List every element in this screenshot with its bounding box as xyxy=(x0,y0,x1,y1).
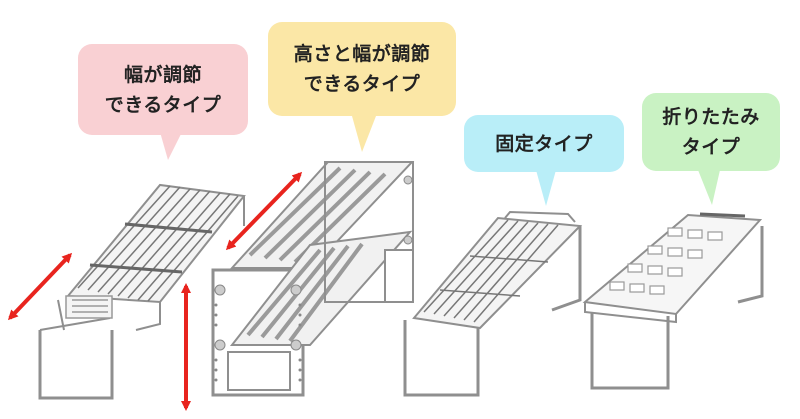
callout-folding: 折りたたみ タイプ xyxy=(642,93,780,171)
callout-folding-line2: タイプ xyxy=(681,136,741,158)
wire-rack-icon xyxy=(38,183,246,400)
double-arrow-icon xyxy=(7,252,73,321)
callout-fixed-line1: 固定タイプ xyxy=(495,132,593,155)
fixed-rack-icon xyxy=(403,210,583,397)
callout-adjustable-width-line2: できるタイプ xyxy=(104,93,222,116)
callout-tail-fixed xyxy=(536,170,556,206)
callout-adjustable-width-line1: 幅が調節 xyxy=(123,63,202,86)
double-arrow-icon xyxy=(225,171,303,251)
callout-adjustable-width: 幅が調節 できるタイプ xyxy=(78,44,248,135)
callout-adjustable-height-width: 高さと幅が調節 できるタイプ xyxy=(268,22,456,116)
callout-tail-adjustable-width xyxy=(160,132,182,160)
callout-tail-folding xyxy=(698,170,720,205)
callout-tail-adjustable-height-width xyxy=(352,116,376,152)
callout-adjustable-height-width-line2: できるタイプ xyxy=(303,73,421,95)
folding-rack-icon xyxy=(582,212,764,390)
callout-fixed: 固定タイプ xyxy=(464,115,624,172)
callout-adjustable-height-width-line1: 高さと幅が調節 xyxy=(293,43,431,65)
callout-folding-line1: 折りたたみ xyxy=(662,106,760,128)
